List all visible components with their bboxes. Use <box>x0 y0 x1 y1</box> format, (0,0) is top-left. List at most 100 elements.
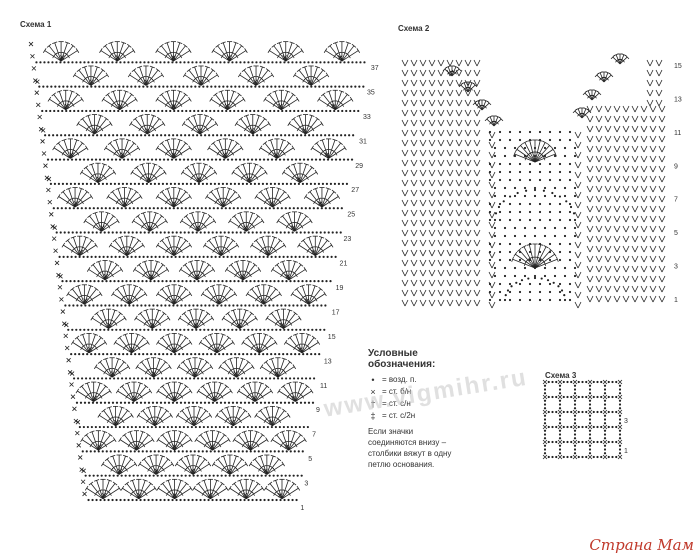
chain-stitch <box>233 450 236 453</box>
double-crochet <box>229 458 243 475</box>
double-crochet <box>101 163 107 166</box>
v-stitch <box>631 275 639 283</box>
v-stitch <box>595 195 603 203</box>
double-crochet <box>105 358 113 378</box>
double-crochet <box>103 145 108 151</box>
double-crochet <box>244 461 249 467</box>
double-crochet <box>164 187 171 190</box>
chain-stitch <box>87 328 90 331</box>
chain-stitch <box>266 255 269 258</box>
chain-stitch <box>59 61 62 64</box>
brand-logo: Страна Мам <box>589 536 694 554</box>
double-crochet <box>131 68 137 73</box>
chain-stitch <box>173 109 176 113</box>
double-crochet <box>250 431 258 451</box>
v-stitch <box>586 135 594 143</box>
double-crochet <box>245 291 250 297</box>
v-stitch <box>640 145 648 153</box>
double-crochet <box>322 94 336 110</box>
v-stitch <box>595 275 603 283</box>
chain-stitch <box>618 392 622 395</box>
double-crochet <box>177 41 183 44</box>
chain-stitch <box>570 425 573 429</box>
v-stitch <box>437 79 445 87</box>
double-crochet <box>237 72 242 78</box>
chain-stitch <box>119 328 122 331</box>
chain-stitch <box>89 450 92 453</box>
chain-stitch <box>217 109 220 113</box>
chain-stitch <box>106 353 109 356</box>
double-crochet <box>269 483 283 500</box>
chain-stitch <box>607 425 610 429</box>
chain-stitch <box>249 450 252 453</box>
double-crochet <box>112 91 121 110</box>
chain-stitch <box>114 353 117 356</box>
v-stitch <box>446 209 454 217</box>
double-crochet <box>190 163 196 166</box>
chain-stitch <box>288 377 292 380</box>
chain-stitch <box>540 277 543 280</box>
double-crochet <box>152 163 158 166</box>
chain-stitch <box>103 61 106 64</box>
double-crochet <box>227 249 230 253</box>
single-crochet <box>278 492 283 498</box>
double-crochet <box>102 480 110 499</box>
chain-stitch <box>104 304 107 307</box>
double-crochet <box>287 492 291 496</box>
chain-stitch <box>250 255 253 258</box>
double-crochet <box>174 483 187 500</box>
chain-stitch <box>523 226 527 230</box>
v-stitch <box>428 169 436 177</box>
v-stitch <box>464 189 472 197</box>
chain-stitch <box>106 255 109 258</box>
v-stitch <box>613 275 621 283</box>
chain-stitch <box>301 182 305 185</box>
double-crochet <box>210 68 216 73</box>
chain-stitch <box>142 85 145 88</box>
double-crochet <box>122 454 129 458</box>
chain-stitch <box>327 61 330 64</box>
chain-stitch <box>281 280 284 283</box>
chain-stitch <box>334 255 337 258</box>
chain-stitch <box>96 304 99 307</box>
chain-stitch <box>112 377 116 380</box>
chain-stitch <box>49 182 53 185</box>
double-crochet <box>329 242 334 248</box>
v-stitch <box>595 175 603 183</box>
double-crochet <box>298 244 316 256</box>
chain-stitch <box>229 109 232 113</box>
chain-stitch <box>276 207 279 210</box>
chain-stitch <box>279 328 282 331</box>
chain-stitch <box>252 134 255 137</box>
chain-stitch <box>218 255 221 258</box>
chain-stitch <box>231 61 234 64</box>
chain-stitch <box>140 474 143 477</box>
double-crochet <box>483 105 487 109</box>
chain-stitch <box>107 328 110 331</box>
single-crochet <box>70 394 76 399</box>
chain-stitch <box>174 85 177 88</box>
double-crochet <box>309 114 315 117</box>
chain-stitch <box>542 189 546 192</box>
chain-stitch <box>218 425 221 429</box>
chain-stitch <box>118 425 121 429</box>
v-stitch <box>631 285 639 293</box>
double-crochet <box>246 359 251 364</box>
double-crochet <box>61 138 67 142</box>
double-crochet <box>332 41 339 44</box>
chain-stitch <box>55 61 58 64</box>
v-stitch <box>455 109 463 117</box>
chain-stitch <box>199 498 202 502</box>
chain-stitch <box>296 377 300 380</box>
chain-stitch <box>272 134 275 137</box>
double-crochet <box>196 269 214 281</box>
double-crochet <box>231 214 237 218</box>
chain-stitch <box>198 85 201 88</box>
double-crochet <box>138 264 152 281</box>
chain-stitch <box>325 280 328 283</box>
double-crochet <box>317 96 321 102</box>
chain-stitch <box>183 498 186 502</box>
chain-stitch <box>131 231 134 234</box>
double-crochet <box>232 407 240 426</box>
chain-stitch <box>304 207 307 210</box>
